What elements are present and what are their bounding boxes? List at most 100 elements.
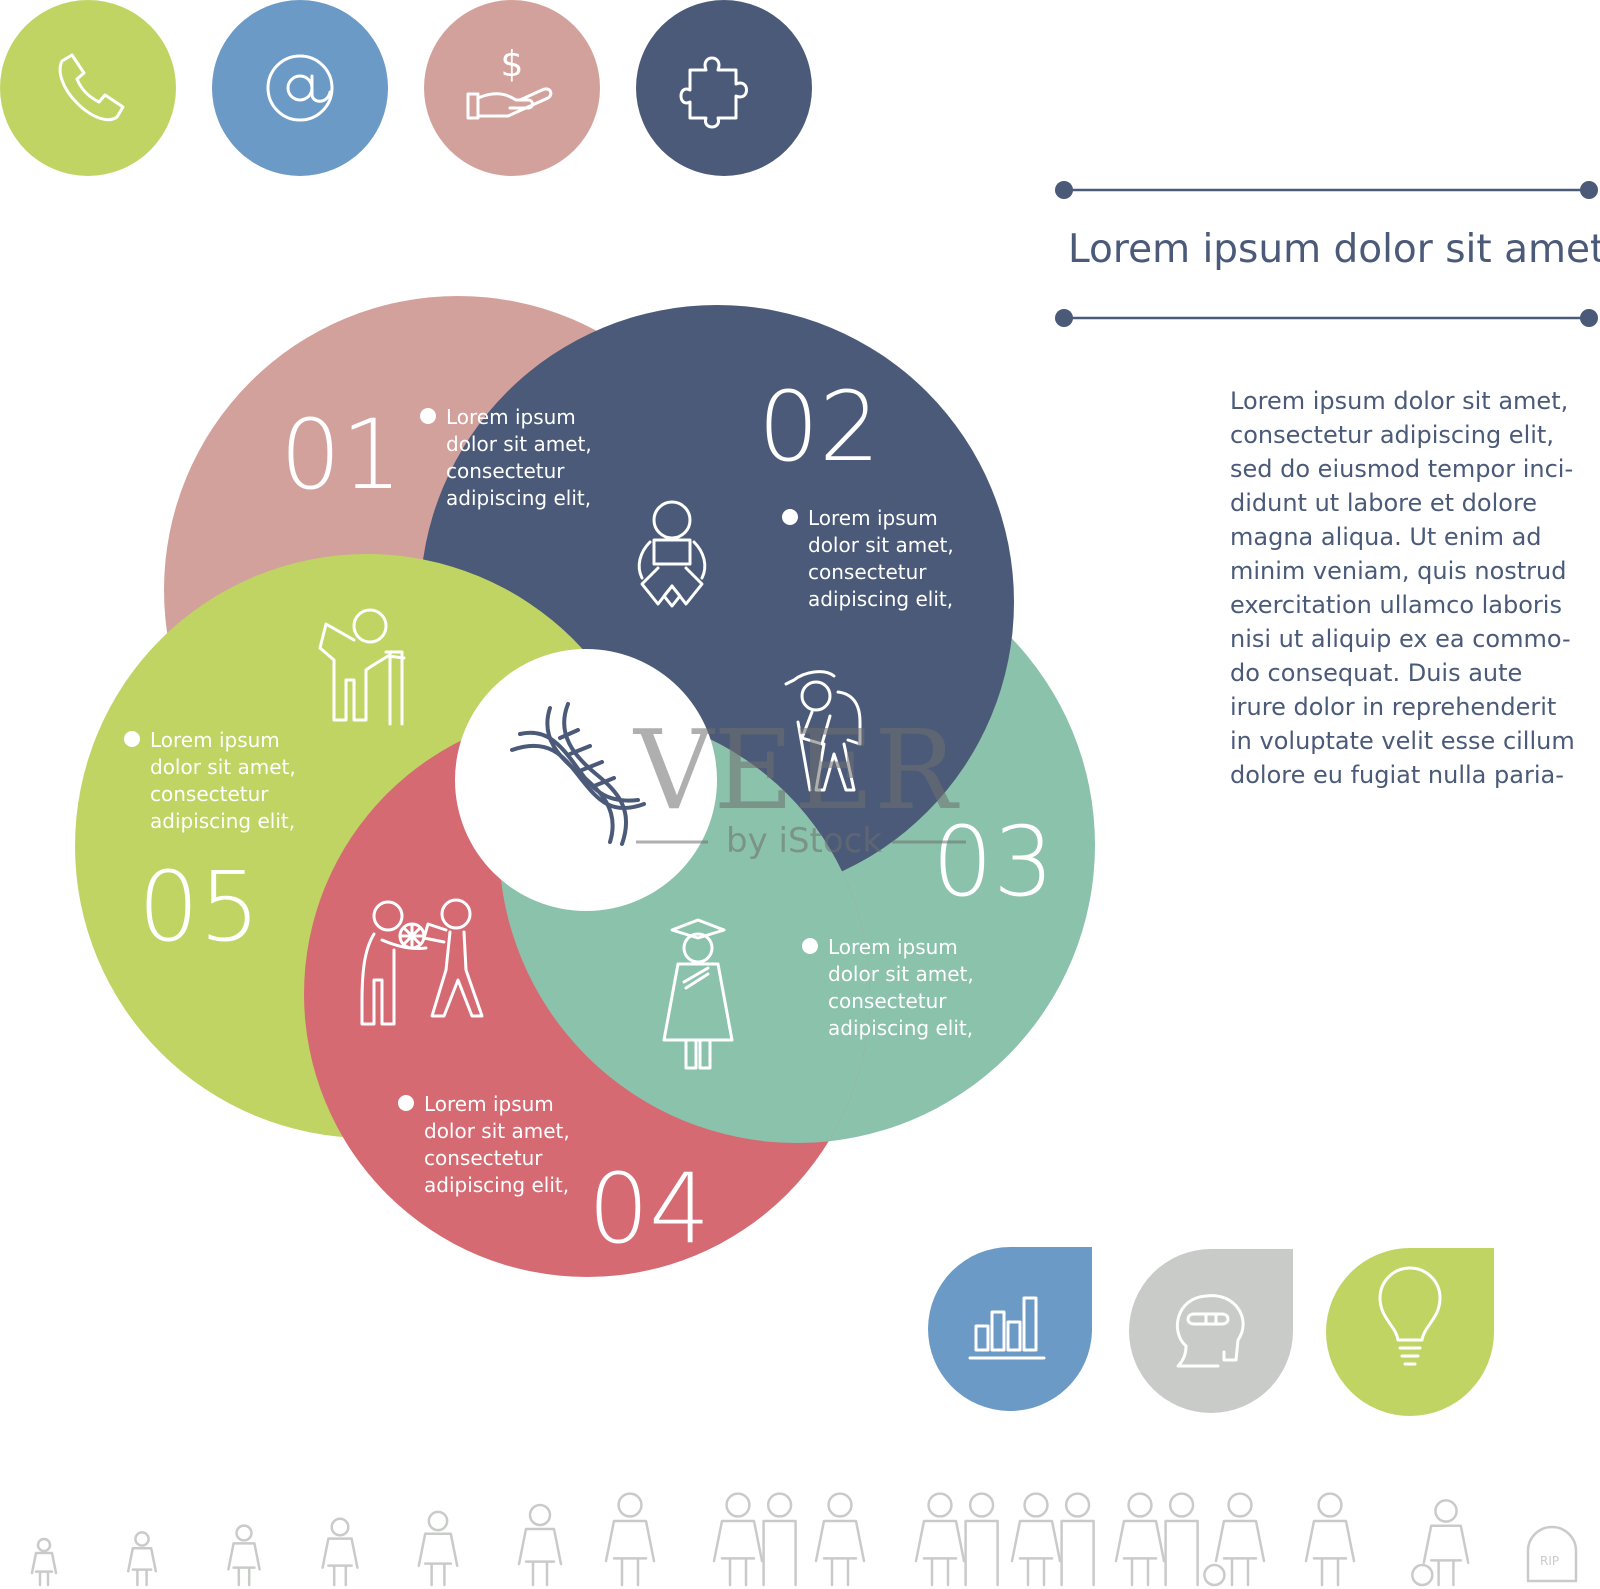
bullet-dot [782, 509, 798, 525]
bullet-line: Lorem ipsum [446, 405, 576, 429]
number-02: 02 [758, 371, 880, 483]
bullet-line: adipiscing elit, [150, 809, 295, 833]
body-line: magna aliqua. Ut enim ad [1230, 523, 1542, 551]
body-line: consectetur adipiscing elit, [1230, 421, 1554, 449]
number-04: 04 [588, 1153, 710, 1265]
circle-03-overlap [499, 711, 870, 1143]
lightbulb-drop[interactable] [1326, 1248, 1494, 1416]
divider-dot [1580, 309, 1598, 327]
bullet-line: consectetur [446, 459, 565, 483]
body-line: didunt ut labore et dolore [1230, 489, 1537, 517]
life-stages-timeline: RIP [30, 1492, 1578, 1587]
couple-gift-icon [914, 1492, 999, 1587]
brain-icon [1175, 1294, 1245, 1368]
dollar-hand-icon: $ [466, 44, 553, 120]
watermark-main: VEER [632, 706, 960, 834]
bullet-line: consectetur [424, 1146, 543, 1170]
body-line: sed do eiusmod tempor inci- [1230, 455, 1573, 483]
bullet-line: dolor sit amet, [150, 755, 296, 779]
divider-dot [1055, 309, 1073, 327]
bullet-line: Lorem ipsum [808, 506, 938, 530]
bullet-line: Lorem ipsum [828, 935, 958, 959]
body-line: dolore eu fugiat nulla paria- [1230, 761, 1564, 789]
divider-dot [1055, 181, 1073, 199]
watermark-sub: by iStock [726, 821, 882, 861]
graduate-icon [662, 918, 734, 1070]
number-05: 05 [138, 851, 260, 963]
top-icons-row: $ [0, 0, 812, 176]
circle-03-text: Lorem ipsum dolor sit amet, consectetur adi… [802, 935, 974, 1040]
dna-icon [510, 702, 646, 846]
bullet-line: adipiscing elit, [808, 587, 953, 611]
number-01: 01 [280, 399, 402, 511]
elderly-walker-icon [318, 608, 406, 726]
bullet-dot [398, 1095, 414, 1111]
body-line: exercitation ullamco laboris [1230, 591, 1562, 619]
body-line: minim veniam, quis nostrud [1230, 557, 1567, 585]
couple-gift-icon [360, 898, 484, 1026]
wheelchair-icon [1411, 1499, 1470, 1587]
bullet-line: dolor sit amet, [828, 962, 974, 986]
bullet-line: dolor sit amet, [424, 1119, 570, 1143]
body-line: do consequat. Duis aute [1230, 659, 1522, 687]
drop-icons-row [928, 1247, 1494, 1416]
money-circle[interactable] [424, 0, 600, 176]
bullet-dot [802, 938, 818, 954]
elderly-walker-icon [1304, 1492, 1356, 1587]
bar-chart-drop[interactable] [928, 1247, 1092, 1411]
wedding-couple-icon [1010, 1492, 1095, 1587]
child-walking-icon [227, 1524, 261, 1587]
bullet-dot [124, 731, 140, 747]
circle-04-text: Lorem ipsum dolor sit amet, consectetur adi… [398, 1092, 570, 1197]
bullet-line: dolor sit amet, [808, 533, 954, 557]
child-reading-icon [417, 1510, 459, 1587]
family-icon [1114, 1492, 1199, 1587]
bullet-line: consectetur [150, 782, 269, 806]
puzzle-circle[interactable] [636, 0, 812, 176]
body-line: Lorem ipsum dolor sit amet, [1230, 387, 1568, 415]
bullet-dot [420, 408, 436, 424]
graduate-icon [517, 1503, 563, 1587]
email-circle[interactable] [212, 0, 388, 176]
puzzle-icon [679, 56, 748, 129]
watermark: VEER by iStock [632, 706, 966, 861]
bullet-line: consectetur [808, 560, 927, 584]
body-paragraph: Lorem ipsum dolor sit amet, consectetur a… [1230, 387, 1575, 789]
circle-05-text: Lorem ipsum dolor sit amet, consectetur adi… [124, 728, 296, 833]
heading-block: Lorem ipsum dolor sit amet, [1055, 181, 1600, 327]
number-03: 03 [932, 806, 1054, 918]
divider-dot [1580, 181, 1598, 199]
baby-crawling-icon [126, 1531, 158, 1587]
circle-02-text: Lorem ipsum dolor sit amet, consectetur adi… [782, 506, 954, 611]
bullet-line: adipiscing elit, [828, 1016, 973, 1040]
baby-sitting-icon [30, 1537, 58, 1587]
hiker-icon [784, 670, 862, 792]
body-line: in voluptate velit esse cillum [1230, 727, 1575, 755]
phone-circle[interactable] [0, 0, 176, 176]
baby-icon [637, 500, 707, 608]
circle-01-text: Lorem ipsum dolor sit amet, consectetur adi… [420, 405, 592, 510]
stroller-icon [1203, 1492, 1266, 1587]
bullet-line: adipiscing elit, [446, 486, 591, 510]
circle-text-groups: Lorem ipsum dolor sit amet, consectetur adi… [124, 405, 974, 1197]
bullet-line: dolor sit amet, [446, 432, 592, 456]
gravestone-text: RIP [1540, 1554, 1559, 1568]
desk-worker-icon [814, 1492, 866, 1587]
runner-briefcase-icon [604, 1492, 656, 1587]
phone-icon [58, 53, 125, 122]
bullet-line: Lorem ipsum [150, 728, 280, 752]
handshake-icon [712, 1492, 797, 1587]
circle-diagram [75, 296, 1095, 1277]
body-line: nisi ut aliquip ex ea commo- [1230, 625, 1571, 653]
child-football-icon [321, 1517, 359, 1587]
bullet-line: adipiscing elit, [424, 1173, 569, 1197]
heading-text: Lorem ipsum dolor sit amet, [1068, 227, 1600, 272]
bullet-line: consectetur [828, 989, 947, 1013]
gravestone-icon: RIP [1526, 1525, 1578, 1583]
brain-drop[interactable] [1129, 1249, 1293, 1413]
lightbulb-icon [1378, 1266, 1442, 1366]
body-line: irure dolor in reprehenderit [1230, 693, 1556, 721]
bullet-line: Lorem ipsum [424, 1092, 554, 1116]
svg-text:$: $ [501, 44, 524, 85]
